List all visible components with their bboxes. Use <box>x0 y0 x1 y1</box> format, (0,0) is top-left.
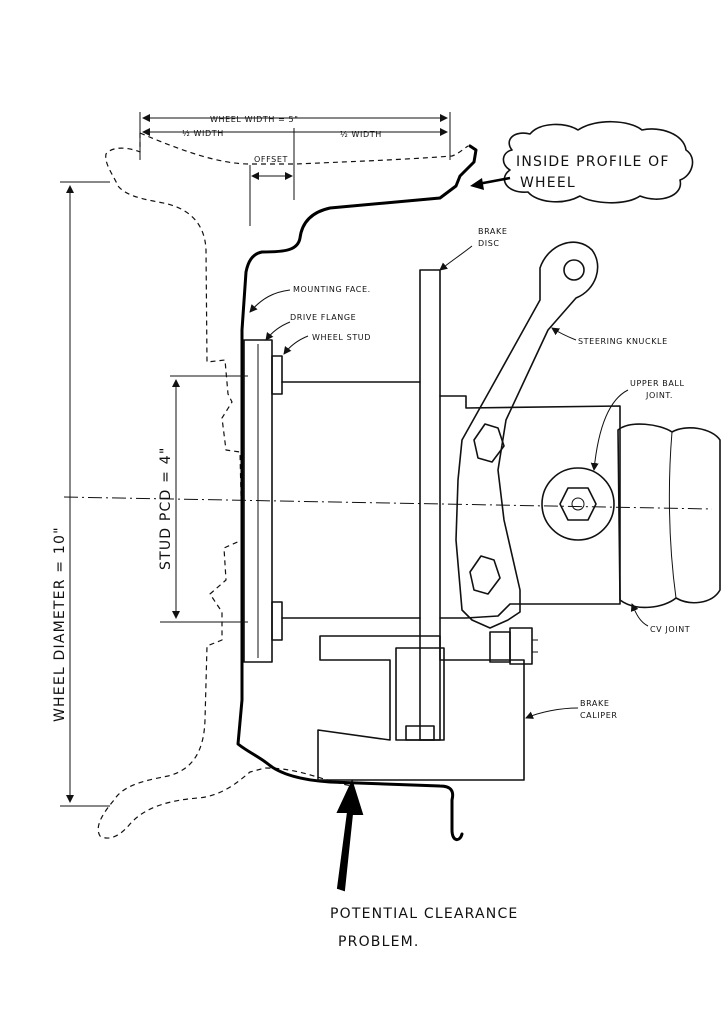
clearance-arrow <box>336 779 364 892</box>
wheel-stud-lower <box>271 601 283 641</box>
upper-ball-joint-label-line2: JOINT. <box>645 391 673 400</box>
wheel-stud-label: WHEEL STUD <box>312 333 371 342</box>
knuckle-bolt-upper <box>473 423 505 463</box>
wheel-stud-upper <box>271 355 283 395</box>
inside-profile-cloud <box>502 120 694 204</box>
half-width-left-label: ½ WIDTH <box>182 129 224 138</box>
caliper-bolt <box>489 631 511 663</box>
clearance-label-line2: PROBLEM. <box>338 934 420 950</box>
steering-knuckle-label: STEERING KNUCKLE <box>578 337 668 346</box>
knuckle-housing <box>439 395 621 619</box>
upper-ball-joint-label-line1: UPPER BALL <box>630 379 685 388</box>
wheel-diameter-label: WHEEL DIAMETER = 10" <box>52 526 68 722</box>
cv-joint-label: CV JOINT <box>650 625 690 634</box>
stud-pcd-label: STUD PCD = 4" <box>158 447 174 571</box>
brake-caliper <box>317 635 525 781</box>
drive-flange-label: DRIVE FLANGE <box>290 313 356 322</box>
drive-flange <box>243 339 273 663</box>
brake-disc-label-line2: DISC <box>478 239 500 248</box>
knuckle-bolt-lower <box>469 555 501 595</box>
steering-knuckle <box>455 241 599 629</box>
clearance-label-line1: POTENTIAL CLEARANCE <box>330 906 518 922</box>
mounting-face-label: MOUNTING FACE. <box>293 285 371 294</box>
brake-caliper-label-line1: BRAKE <box>580 699 610 708</box>
brake-disc-label-line1: BRAKE <box>478 227 508 236</box>
knuckle-arm-eye <box>563 259 585 281</box>
upper-ball-joint <box>541 467 615 541</box>
wheel-outer-profile <box>97 132 469 839</box>
brake-caliper-label-line2: CALIPER <box>580 711 618 720</box>
inside-profile-label-line1: INSIDE PROFILE OF <box>516 154 670 170</box>
wheel-inside-profile <box>236 144 478 841</box>
cv-joint-boot <box>617 423 721 609</box>
half-width-right-label: ½ WIDTH <box>340 130 382 139</box>
wheel-width-label: WHEEL WIDTH = 5" <box>210 115 299 124</box>
offset-label: OFFSET <box>254 155 288 164</box>
brake-disc <box>419 269 441 741</box>
inside-profile-label-line2: WHEEL <box>520 175 576 191</box>
